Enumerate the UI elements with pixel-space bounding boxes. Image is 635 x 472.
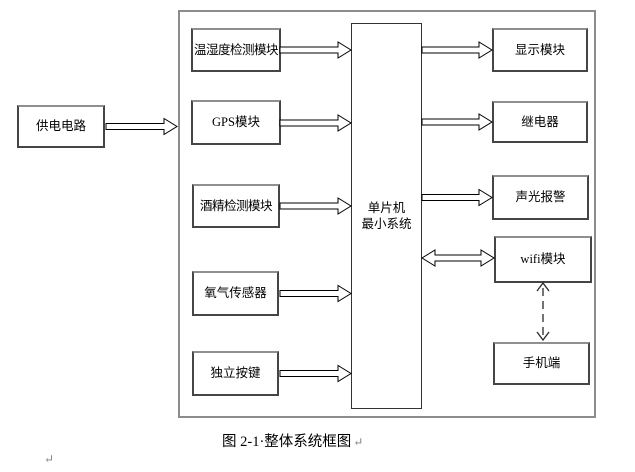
system-outer-frame: [178, 10, 596, 418]
box-temp-humidity-module: 温湿度检测模块: [191, 28, 281, 72]
box-power-supply: 供电电路: [17, 105, 105, 148]
box-wifi-module: wifi模块: [494, 236, 592, 283]
box-mcu-label-line2: 最小系统: [361, 217, 412, 231]
stray-return-mark-icon: ↵: [44, 452, 55, 466]
box-alarm-label: 声光报警: [515, 190, 566, 205]
figure-caption-text: 图 2-1·整体系统框图: [222, 434, 352, 450]
box-relay-label: 继电器: [521, 114, 559, 129]
box-sound-light-alarm: 声光报警: [492, 175, 589, 220]
box-alcohol-module: 酒精检测模块: [192, 184, 280, 228]
box-keys-label: 独立按键: [210, 366, 261, 381]
box-gps-label: GPS模块: [212, 115, 260, 130]
box-oxygen-label: 氧气传感器: [204, 286, 267, 301]
box-gps-module: GPS模块: [191, 100, 281, 145]
box-wifi-label: wifi模块: [520, 252, 566, 267]
box-oxygen-sensor: 氧气传感器: [192, 271, 279, 316]
box-display-label: 显示模块: [514, 42, 565, 57]
caption-return-mark-icon: ↵: [353, 435, 364, 449]
box-phone-client: 手机端: [493, 342, 590, 385]
arrow-power-to-frame-icon: [105, 117, 178, 136]
box-display-module: 显示模块: [492, 28, 588, 72]
figure-caption: 图 2-1·整体系统框图↵: [222, 430, 363, 451]
box-relay: 继电器: [492, 101, 588, 143]
box-mcu-label-line1: 单片机: [367, 200, 406, 215]
box-alcohol-label: 酒精检测模块: [199, 198, 273, 213]
box-power-supply-label: 供电电路: [35, 119, 86, 134]
box-phone-label: 手机端: [522, 356, 561, 371]
box-temp-humidity-label: 温湿度检测模块: [193, 42, 279, 57]
box-mcu-minimal-system: 单片机 最小系统: [351, 23, 422, 409]
box-independent-keys: 独立按键: [192, 351, 279, 396]
